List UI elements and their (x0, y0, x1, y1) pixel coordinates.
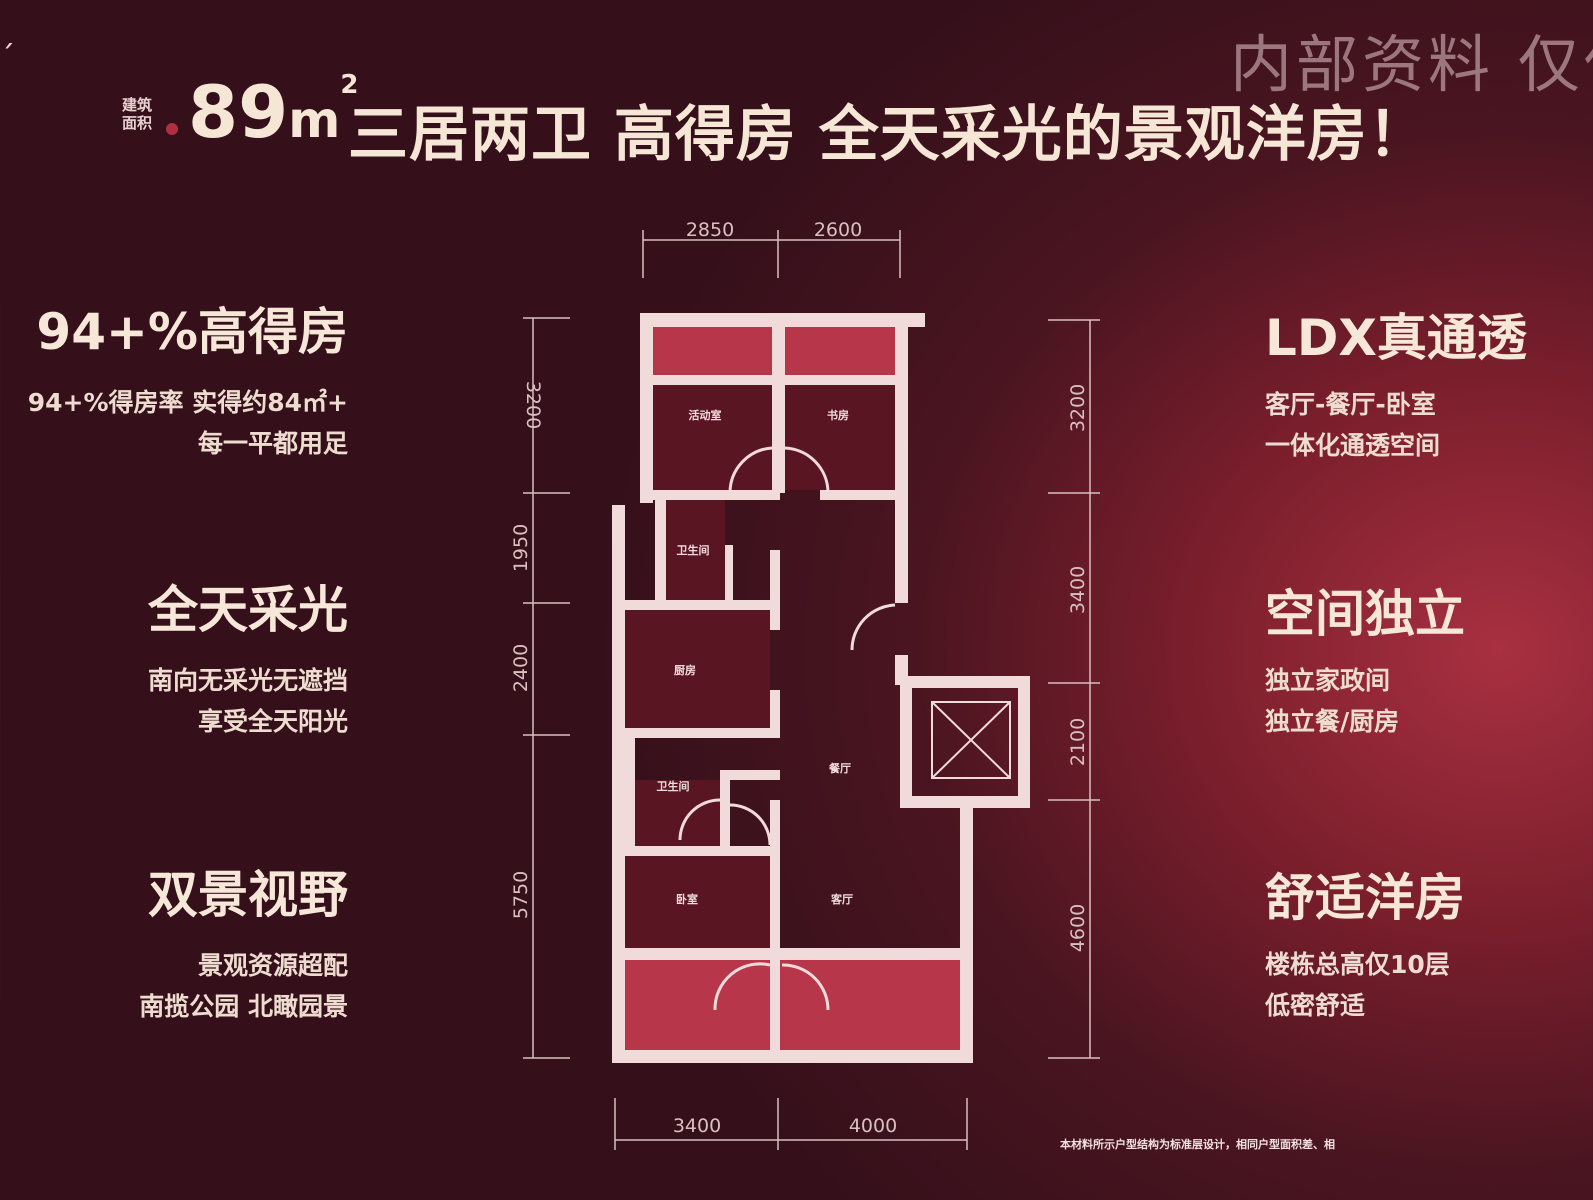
area-unit: m (288, 91, 341, 149)
area-label-line2: 面积 (122, 114, 153, 132)
bullet-dot (166, 123, 178, 135)
room-fills (625, 385, 895, 948)
room-bathroom-2: 卫生间 (657, 779, 690, 793)
feature-line: 景观资源超配 (197, 951, 348, 980)
feature-daylight: 全天采光 南向无采光无遮挡 享受全天阳光 (148, 570, 348, 742)
feature-line: 客厅-餐厅-卧室 (1265, 390, 1436, 419)
balcony-north-left (653, 327, 772, 375)
feature-title: LDX真通透 (1265, 309, 1527, 367)
feature-independent-space: 空间独立 独立家政间 独立餐/厨房 (1265, 574, 1465, 742)
walls (612, 313, 1030, 1063)
room-living: 客厅 (830, 892, 853, 906)
feature-title: 空间独立 (1265, 585, 1465, 643)
feature-line: 94+%得房率 实得约84㎡+ (27, 388, 348, 417)
dim-bottom-2: 4000 (849, 1115, 897, 1137)
dim-left-3: 2400 (510, 644, 532, 692)
area-value: 89m2 (188, 70, 358, 154)
dim-left-1: 3200 (522, 381, 544, 429)
dim-top-2: 2600 (814, 219, 862, 241)
area-label-line1: 建筑 (122, 96, 153, 114)
brand-logo: ˊ (0, 40, 15, 75)
room-activity: 活动室 (689, 408, 722, 422)
area-unit-sup: 2 (340, 70, 359, 100)
balconies (625, 327, 960, 1050)
feature-title: 全天采光 (148, 581, 348, 639)
feature-title: 舒适洋房 (1265, 869, 1465, 927)
feature-title: 94+%高得房 (36, 303, 348, 361)
dim-right-4: 4600 (1067, 904, 1089, 952)
room-dining: 餐厅 (828, 761, 851, 775)
dimension-lines (523, 230, 1100, 1150)
disclaimer: 本材料所示户型结构为标准层设计，相同户型面积差、相 (1060, 1138, 1335, 1151)
area-label: 建筑 面积 (122, 96, 162, 132)
dim-top-1: 2850 (686, 219, 734, 241)
feature-line: 低密舒适 (1265, 991, 1366, 1020)
feature-line: 南向无采光无遮挡 (147, 666, 348, 695)
feature-title: 双景视野 (148, 866, 348, 924)
feature-line: 每一平都用足 (197, 429, 348, 458)
feature-ldx: LDX真通透 客厅-餐厅-卧室 一体化通透空间 (1265, 298, 1527, 466)
feature-comfort: 舒适洋房 楼栋总高仅10层 低密舒适 (1265, 858, 1465, 1026)
feature-line: 一体化通透空间 (1265, 431, 1441, 460)
door-swings (678, 446, 896, 1011)
headline: 三居两卫 高得房 全天采光的景观洋房！ (348, 100, 1429, 170)
elevator-icon (931, 701, 1011, 779)
dim-right-1: 3200 (1067, 384, 1089, 432)
feature-line: 独立家政间 (1265, 666, 1391, 695)
dim-left-2: 1950 (510, 524, 532, 572)
balcony-south-left (625, 960, 770, 1050)
dim-bottom-1: 3400 (673, 1115, 721, 1137)
feature-dual-view: 双景视野 景观资源超配 南揽公园 北瞰园景 (139, 855, 348, 1027)
room-bathroom-1: 卫生间 (677, 543, 710, 557)
feature-high-efficiency: 94+%高得房 94+%得房率 实得约84㎡+ 每一平都用足 (28, 292, 348, 464)
area-number: 89 (188, 70, 289, 154)
watermark: 内部资料 仅供 (1230, 28, 1593, 101)
feature-line: 楼栋总高仅10层 (1265, 950, 1450, 979)
room-bedroom: 卧室 (676, 892, 698, 906)
feature-line: 独立餐/厨房 (1265, 707, 1400, 736)
feature-line: 享受全天阳光 (197, 707, 348, 736)
dim-left-4: 5750 (510, 871, 532, 919)
dim-right-2: 3400 (1067, 566, 1089, 614)
dim-right-3: 2100 (1067, 718, 1089, 766)
balcony-north-right (785, 327, 895, 375)
feature-line: 南揽公园 北瞰园景 (139, 992, 348, 1021)
room-kitchen: 厨房 (674, 663, 696, 677)
room-study: 书房 (827, 408, 849, 422)
